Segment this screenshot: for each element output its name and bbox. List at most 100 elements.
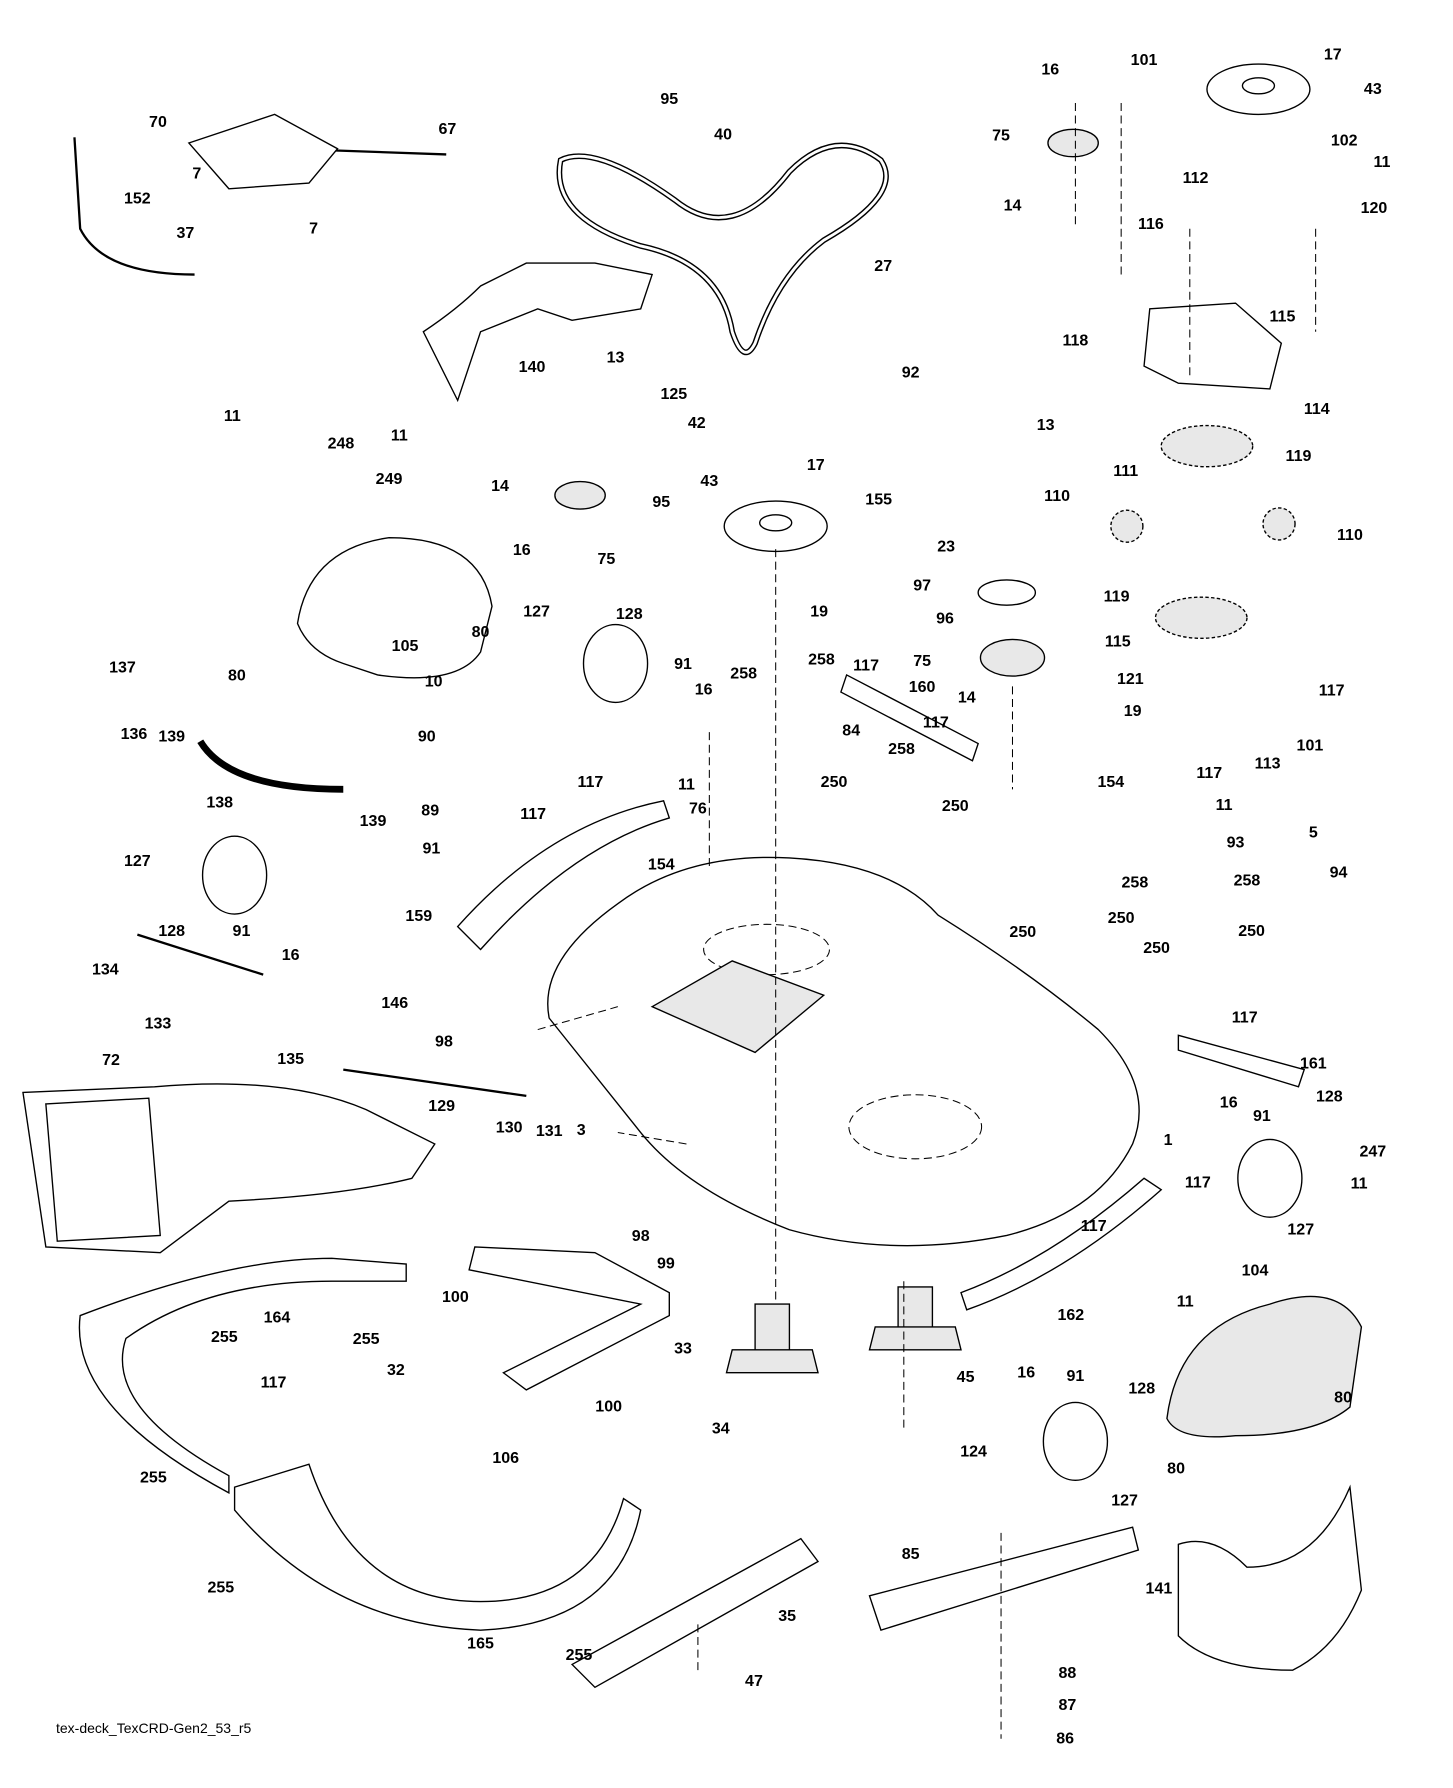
part-number-label: 16 — [1041, 61, 1059, 78]
part-number-label: 133 — [145, 1015, 172, 1032]
part-number-label: 72 — [102, 1052, 120, 1069]
part-number-label: 105 — [392, 638, 419, 655]
part-number-label: 16 — [1220, 1094, 1238, 1111]
part-number-label: 86 — [1056, 1730, 1074, 1747]
part-number-label: 161 — [1300, 1055, 1327, 1072]
part-number-label: 250 — [1238, 923, 1265, 940]
part-number-label: 95 — [660, 91, 678, 108]
part-number-label: 19 — [1124, 703, 1142, 720]
part-number-label: 7 — [309, 220, 318, 237]
part-number-label: 80 — [472, 624, 490, 641]
part-number-label: 33 — [674, 1340, 692, 1357]
part-number-label: 23 — [937, 538, 955, 555]
lever-bracket-70 — [187, 113, 339, 190]
part-number-label: 117 — [1319, 683, 1345, 700]
part-number-label: 32 — [387, 1362, 405, 1379]
part-number-label: 95 — [652, 494, 670, 511]
part-number-label: 84 — [842, 723, 860, 740]
part-number-label: 117 — [520, 806, 546, 823]
idler-pulley-75b — [554, 480, 606, 510]
part-number-label: 128 — [1128, 1380, 1155, 1397]
part-number-label: 113 — [1255, 756, 1281, 773]
pulley-97 — [977, 579, 1037, 606]
part-number-label: 154 — [1098, 774, 1125, 791]
part-number-label: 88 — [1058, 1665, 1076, 1682]
part-number-label: 137 — [109, 660, 136, 677]
part-number-label: 255 — [353, 1331, 380, 1348]
part-number-label: 80 — [228, 668, 246, 685]
part-number-label: 117 — [1232, 1010, 1258, 1027]
part-number-label: 96 — [936, 610, 954, 627]
part-number-label: 67 — [438, 121, 456, 138]
rod-129 — [343, 1068, 527, 1098]
part-number-label: 106 — [492, 1450, 519, 1467]
part-number-label: 127 — [124, 853, 151, 870]
arm-99 — [468, 1246, 670, 1391]
part-number-label: 14 — [958, 689, 976, 706]
idler-pulley-75 — [1047, 128, 1099, 158]
part-number-label: 250 — [942, 798, 969, 815]
part-number-label: 255 — [208, 1579, 235, 1596]
part-number-label: 90 — [418, 728, 436, 745]
rod-134 — [137, 933, 264, 976]
parts-drawing — [22, 63, 1363, 1739]
part-number-label: 249 — [376, 471, 403, 488]
part-number-label: 80 — [1167, 1460, 1185, 1477]
blade-85 — [868, 1526, 1140, 1631]
part-number-label: 97 — [913, 577, 931, 594]
gear-110-left — [1110, 509, 1144, 543]
part-number-label: 11 — [1177, 1293, 1194, 1310]
part-number-label: 70 — [149, 114, 167, 131]
part-number-label: 111 — [1113, 463, 1138, 480]
part-number-label: 117 — [577, 774, 603, 791]
part-number-label: 152 — [124, 191, 151, 208]
part-number-label: 134 — [92, 962, 119, 979]
part-number-label: 35 — [778, 1608, 796, 1625]
part-number-label: 11 — [1351, 1176, 1368, 1193]
part-number-label: 117 — [1081, 1218, 1107, 1235]
part-number-label: 128 — [1316, 1089, 1343, 1106]
part-number-label: 85 — [902, 1546, 920, 1563]
part-number-label: 141 — [1146, 1581, 1173, 1598]
part-number-label: 250 — [1143, 940, 1170, 957]
deck-spindle-opening-right — [848, 1094, 983, 1160]
part-number-label: 11 — [391, 427, 408, 444]
part-number-label: 136 — [121, 726, 148, 743]
part-number-label: 125 — [661, 386, 688, 403]
part-number-label: 135 — [277, 1051, 304, 1068]
part-number-label: 117 — [1196, 765, 1222, 782]
part-number-label: 99 — [657, 1256, 675, 1273]
part-number-label: 116 — [1138, 216, 1164, 233]
hose-138 — [197, 739, 344, 793]
gear-110-right — [1262, 507, 1296, 541]
part-number-label: 104 — [1242, 1263, 1269, 1280]
part-number-label: 128 — [158, 923, 185, 940]
part-number-label: 114 — [1304, 401, 1330, 418]
part-number-label: 117 — [261, 1375, 287, 1392]
part-number-label: 154 — [648, 856, 675, 873]
deck-chute-bracket — [650, 960, 826, 1054]
part-number-label: 120 — [1361, 200, 1388, 217]
part-number-label: 89 — [421, 803, 439, 820]
part-number-label: 43 — [1364, 81, 1382, 98]
idler-pulley-75c — [979, 638, 1046, 677]
part-number-label: 11 — [1374, 154, 1391, 171]
part-number-label: 255 — [140, 1470, 167, 1487]
part-number-label: 130 — [496, 1120, 523, 1137]
part-number-label: 255 — [211, 1329, 238, 1346]
spindle-45 — [868, 1286, 962, 1351]
part-number-label: 16 — [695, 681, 713, 698]
part-number-label: 93 — [1227, 835, 1245, 852]
part-number-label: 118 — [1062, 332, 1088, 349]
part-number-label: 258 — [730, 665, 757, 682]
part-number-label: 159 — [405, 908, 432, 925]
part-number-label: 16 — [282, 947, 300, 964]
part-number-label: 247 — [1359, 1144, 1386, 1161]
part-number-label: 255 — [566, 1647, 593, 1664]
part-number-label: 34 — [712, 1420, 730, 1437]
part-number-label: 258 — [888, 741, 915, 758]
part-number-label: 75 — [913, 653, 931, 670]
part-number-label: 91 — [1067, 1368, 1085, 1385]
